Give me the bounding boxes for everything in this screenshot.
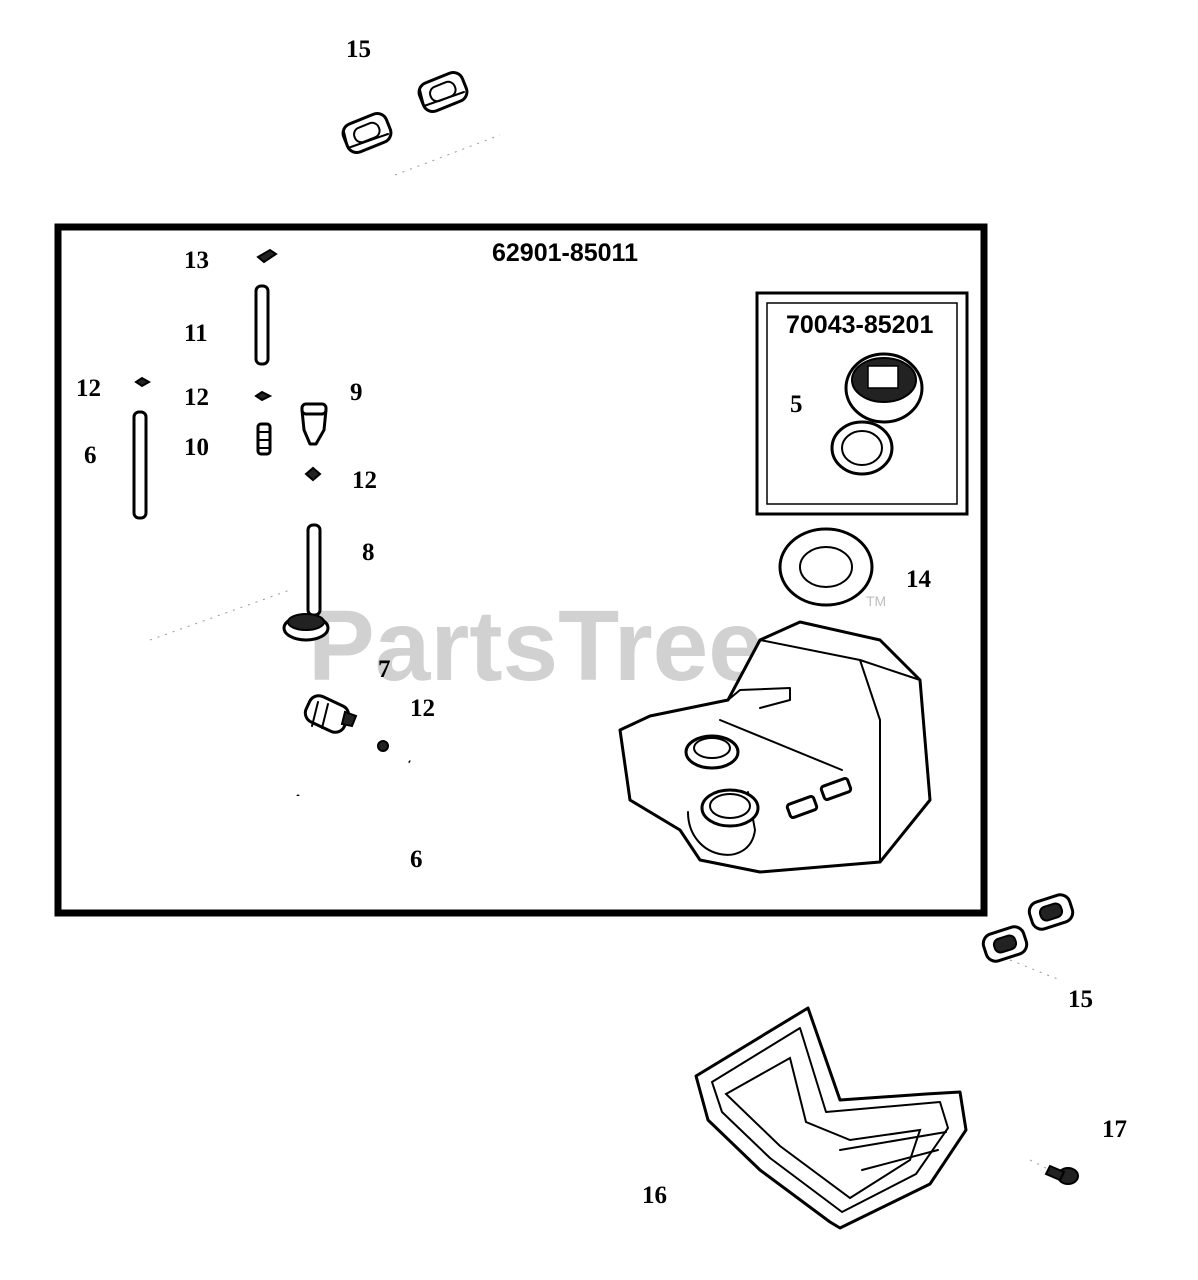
callout-6-bottom: 6 (410, 846, 423, 873)
watermark-text: PartsTree (308, 590, 764, 702)
callout-6-left: 6 (84, 442, 97, 469)
callout-15-top: 15 (346, 36, 371, 63)
callout-15-right: 15 (1068, 986, 1093, 1013)
tank-guard-part-16[interactable] (694, 1006, 968, 1230)
kit-frame-62901-85011 (54, 223, 988, 917)
kit-frame-70043-85201 (755, 291, 969, 516)
fuel-filter-part-7[interactable] (302, 692, 358, 735)
callout-11: 11 (184, 320, 208, 347)
callout-12-left: 12 (76, 375, 101, 402)
washer-part-14[interactable] (778, 527, 874, 607)
clamp-part-12-filter[interactable] (377, 740, 389, 752)
clamp-part-12-left[interactable] (134, 376, 152, 388)
callout-12-filter: 12 (410, 695, 435, 722)
callout-12-lower: 12 (352, 467, 377, 494)
hose-part-6-left[interactable] (132, 410, 148, 520)
callout-16: 16 (642, 1182, 667, 1209)
callout-9: 9 (350, 379, 363, 406)
watermark-tm: TM (866, 593, 886, 609)
callout-12-center: 12 (184, 384, 209, 411)
grommet-part-15-right[interactable] (981, 892, 1076, 981)
kit-number-cap: 70043-85201 (786, 311, 933, 339)
tank-grommet-part-8[interactable] (149, 523, 330, 642)
screw-part-17[interactable] (1029, 1159, 1079, 1185)
callout-10: 10 (184, 434, 209, 461)
tube-part-11[interactable] (254, 284, 270, 366)
grommet-part-15-top[interactable] (340, 69, 501, 176)
clamp-part-12-center[interactable] (254, 390, 273, 402)
clip-part-13[interactable] (256, 248, 278, 264)
callout-5: 5 (790, 391, 803, 418)
callout-8: 8 (362, 539, 375, 566)
kit-number-main: 62901-85011 (492, 239, 638, 267)
callout-13: 13 (184, 247, 209, 274)
callout-14: 14 (906, 566, 932, 593)
valve-part-9[interactable] (300, 402, 328, 446)
fuel-tank[interactable] (618, 620, 932, 874)
callout-17: 17 (1102, 1116, 1127, 1143)
connector-part-10[interactable] (256, 422, 272, 456)
callout-7: 7 (378, 656, 391, 683)
fuel-cap-part-5[interactable] (830, 352, 924, 476)
clamp-part-12-lower[interactable] (304, 466, 322, 482)
